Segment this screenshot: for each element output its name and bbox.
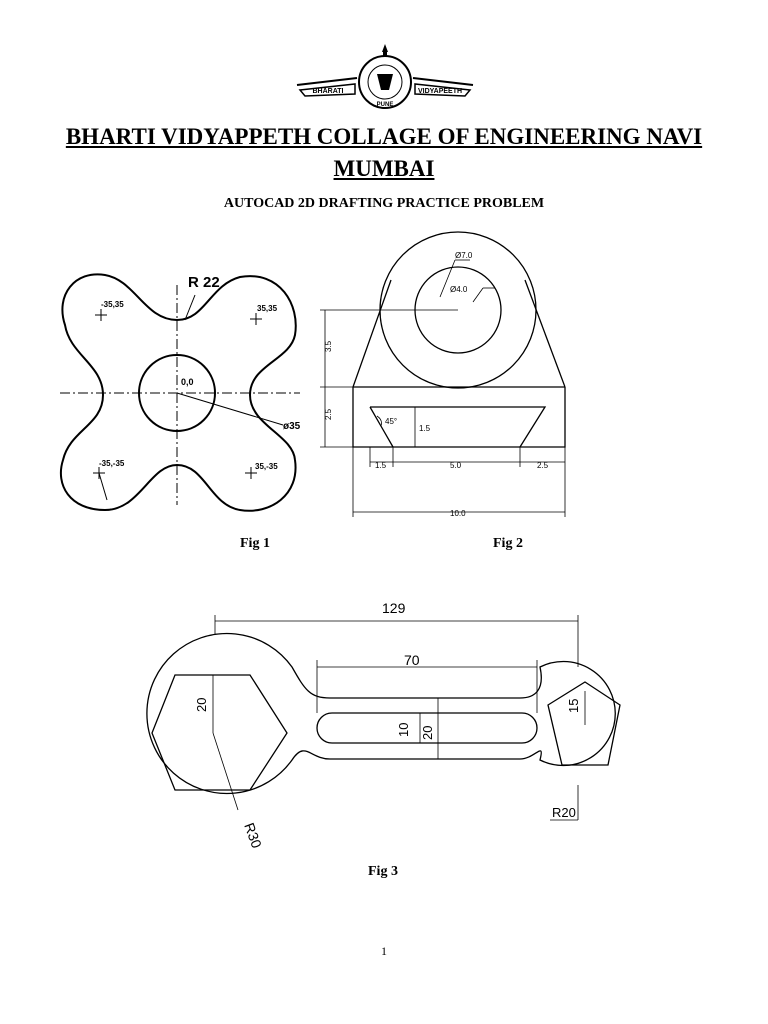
fig2-dim-left: 1.5 [375, 461, 387, 470]
fig1-origin-label: 0,0 [181, 377, 194, 387]
fig2-inner-dia: Ø4.0 [450, 285, 468, 294]
fig1-radius-label: R 22 [188, 274, 220, 291]
page-subtitle: AUTOCAD 2D DRAFTING PRACTICE PROBLEM [223, 196, 545, 211]
fig3-left-radius: R30 [241, 821, 265, 851]
fig2-outer-dia: Ø7.0 [455, 251, 473, 260]
page-title-line1: BHARTI VIDYAPPETH COLLAGE OF ENGINEERING… [65, 124, 703, 149]
college-logo: BHARATI VIDYAPEETH PUNE [296, 44, 474, 109]
fig3-hex-size: 20 [194, 698, 209, 712]
fig2-angle: 45° [385, 417, 397, 426]
fig3-overall-length: 129 [382, 600, 406, 616]
fig1-diameter-label: ø35 [283, 421, 301, 432]
logo-text-left: BHARATI [313, 88, 344, 95]
fig3-slot-width: 10 [396, 723, 411, 737]
fig2-dim-mid: 5.0 [450, 461, 462, 470]
fig3-outline [146, 632, 616, 795]
fig3-hexagon [151, 674, 288, 791]
fig3-caption: Fig 3 [368, 864, 398, 879]
fig1-point-3: -35,-35 [99, 459, 125, 468]
fig2-drawing: Ø7.0 Ø4.0 3.5 2.5 45° 1.5 1.5 5.0 2.5 10… [320, 231, 566, 518]
fig2-dim-right: 2.5 [537, 461, 549, 470]
fig1-caption: Fig 1 [240, 536, 270, 551]
fig2-base-block [352, 387, 566, 448]
fig3-arm-width: 20 [420, 726, 435, 740]
fig3-pentagon [547, 681, 621, 766]
fig1-drawing: R 22 ø35 0,0 -35,35 35,35 -35,-35 35,-35 [59, 273, 301, 512]
fig1-outline [59, 273, 297, 512]
logo-text-bottom: PUNE [377, 102, 394, 108]
fig2-height-upper: 3.5 [324, 340, 333, 352]
page-title-line2: MUMBAI [333, 156, 435, 181]
fig1-point-1: -35,35 [101, 300, 124, 309]
fig1-point-2: 35,35 [257, 304, 278, 313]
page-number: 1 [381, 944, 387, 958]
fig3-slot-length: 70 [404, 652, 420, 668]
fig3-pent-size: 15 [566, 699, 581, 713]
fig3-drawing: 129 70 10 20 20 15 R30 R20 [146, 600, 621, 851]
fig2-dim-total: 10.0 [450, 509, 466, 518]
fig3-right-radius: R20 [552, 805, 576, 820]
fig2-caption: Fig 2 [493, 536, 523, 551]
fig2-height-lower: 2.5 [324, 408, 333, 420]
fig2-notch-depth: 1.5 [419, 424, 431, 433]
fig1-point-4: 35,-35 [255, 462, 278, 471]
logo-text-right: VIDYAPEETH [418, 88, 462, 95]
fig3-slot [316, 712, 538, 744]
